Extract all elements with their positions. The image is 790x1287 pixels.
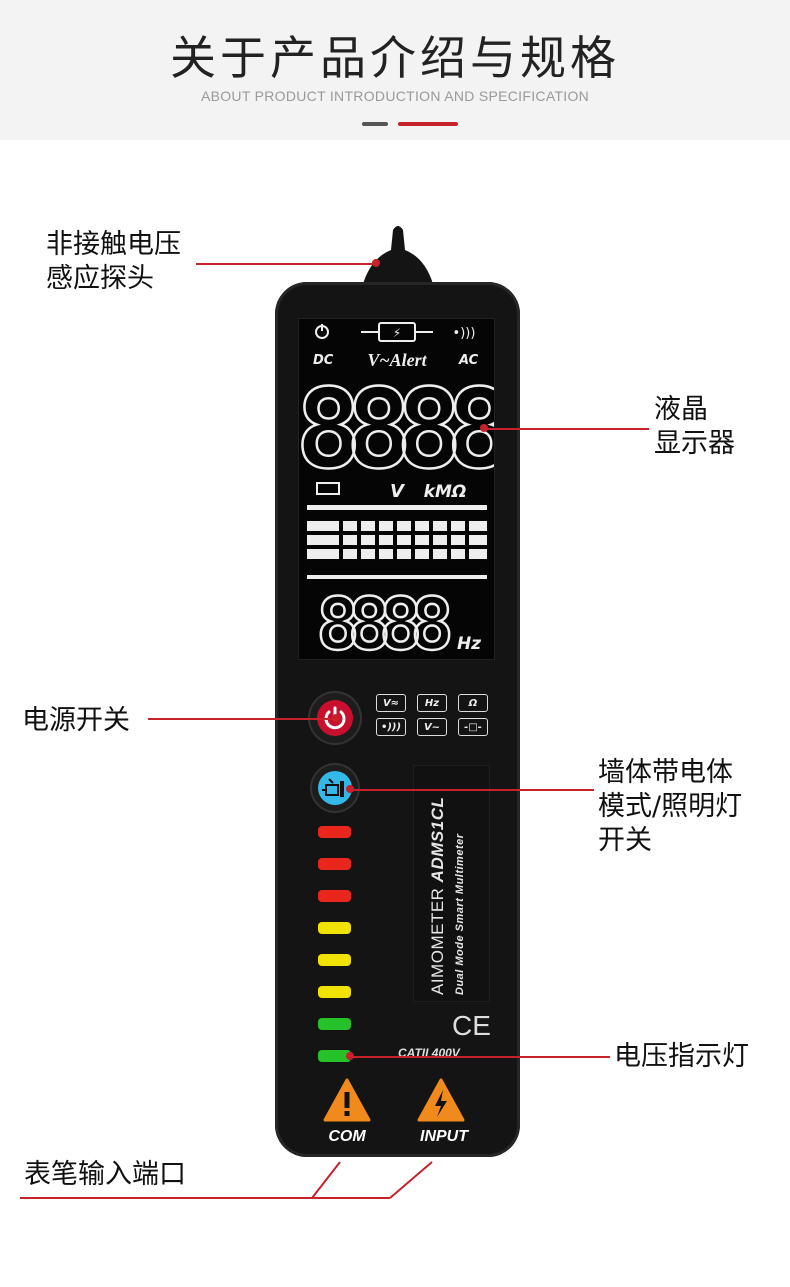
callout-ports-label: 表笔输入端口 — [24, 1159, 186, 1190]
callout-power-dot — [332, 714, 340, 722]
lcd-main-digits: 8888 — [299, 365, 494, 493]
lcd-unit-hz: Hz — [457, 634, 481, 654]
page-header: 关于产品介绍与规格 ABOUT PRODUCT INTRODUCTION AND… — [0, 0, 790, 140]
page-title: 关于产品介绍与规格 — [170, 31, 620, 85]
lcd-ac-label: AC — [458, 353, 479, 368]
mode-resistance: Ω — [458, 694, 488, 712]
warning-icon — [323, 1078, 371, 1122]
port-com-label: COM — [328, 1128, 366, 1145]
callout-ports-lines — [20, 1161, 433, 1199]
lcd-diode-icon: ⚡ — [393, 326, 401, 340]
brand-panel — [413, 765, 490, 1002]
callout-lcd-dot — [480, 424, 488, 432]
callout-power-label: 电源开关 — [22, 705, 130, 736]
callout-lcd-line — [484, 428, 649, 430]
callout-indicator-dot — [346, 1052, 354, 1060]
mode-diode: -□- — [458, 718, 488, 736]
callout-indicator-line — [350, 1056, 610, 1058]
model-name: ADMS1CL — [428, 796, 447, 883]
page-subtitle: ABOUT PRODUCT INTRODUCTION AND SPECIFICA… — [200, 88, 590, 104]
divider-dark — [362, 122, 388, 126]
callout-probe-line2: 感应探头 — [46, 263, 154, 294]
lcd-display: ⚡ •))) DC V~Alert AC 8888 V kMΩ 8888 Hz — [298, 318, 495, 660]
lcd-battery-icon — [316, 482, 340, 495]
callout-wall-line2: 模式/照明灯 — [598, 791, 743, 822]
led-indicator — [318, 1050, 351, 1062]
callout-probe-line1: 非接触电压 — [46, 229, 181, 260]
lcd-dc-label: DC — [313, 353, 334, 368]
led-indicator — [318, 858, 351, 870]
callout-power-line — [148, 718, 336, 720]
led-indicator — [318, 986, 351, 998]
led-indicator — [318, 890, 351, 902]
lcd-graphics: ⚡ •))) DC V~Alert AC 8888 V kMΩ 8888 Hz — [299, 322, 494, 659]
lcd-alert-label: V~Alert — [367, 350, 427, 370]
callout-wall-line — [350, 789, 594, 791]
callout-lcd-line1: 液晶 — [654, 394, 708, 425]
lcd-bargraph — [307, 505, 487, 579]
ce-mark: CE — [452, 1010, 491, 1041]
port-input-label: INPUT — [420, 1128, 468, 1145]
callout-probe-line — [196, 263, 376, 265]
lcd-sub-digits: 8888 — [316, 582, 449, 659]
high-voltage-icon — [417, 1078, 465, 1122]
mode-voltage: V≈ — [376, 694, 406, 712]
mode-continuity: •))) — [376, 718, 406, 736]
led-indicator — [318, 954, 351, 966]
brand-text-group: AIMOMETER ADMS1CL Dual Mode Smart Multim… — [428, 797, 466, 995]
callout-wall-label: 墙体带电体 模式/照明灯 开关 — [598, 756, 742, 858]
lcd-unit-kohm: kMΩ — [424, 482, 467, 502]
led-indicator — [318, 826, 351, 838]
callout-probe-dot — [372, 259, 380, 267]
callout-indicator-label: 电压指示灯 — [614, 1041, 749, 1072]
led-indicator — [318, 922, 351, 934]
mode-alert: V~ — [417, 718, 447, 736]
led-indicator — [318, 1018, 351, 1030]
callout-wall-line1: 墙体带电体 — [598, 757, 733, 788]
callout-lcd-line2: 显示器 — [654, 428, 735, 459]
lcd-unit-v: V — [390, 481, 406, 502]
voltage-probe-tip — [363, 226, 433, 284]
brand-name: AIMOMETER — [428, 887, 447, 995]
callout-lcd-label: 液晶 显示器 — [654, 393, 735, 461]
divider-red — [398, 122, 458, 126]
product-tagline: Dual Mode Smart Multimeter — [454, 833, 466, 995]
callout-probe-label: 非接触电压 感应探头 — [46, 228, 181, 296]
mode-frequency: Hz — [417, 694, 447, 712]
lcd-buzzer-icon: •))) — [453, 326, 476, 341]
callout-wall-dot — [346, 785, 354, 793]
callout-wall-line3: 开关 — [598, 825, 652, 856]
